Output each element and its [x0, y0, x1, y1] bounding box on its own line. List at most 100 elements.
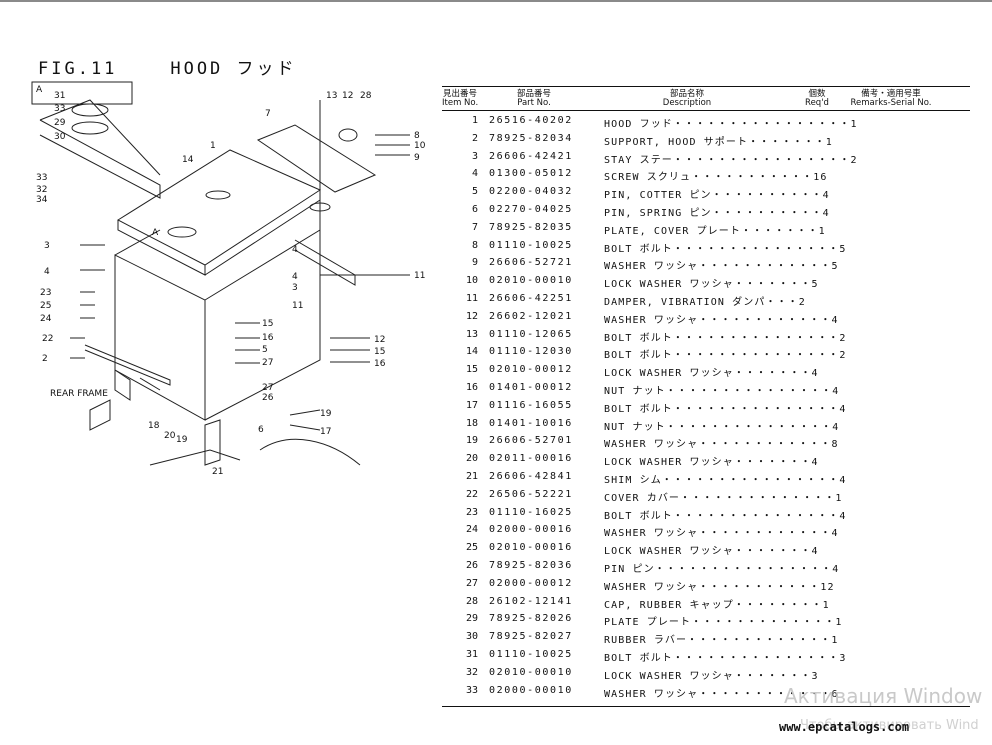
- callout-label: 2: [42, 354, 48, 364]
- part-number: 01110-12065: [489, 328, 573, 340]
- callout-label: 14: [182, 155, 194, 165]
- part-number: 78925-82026: [489, 613, 573, 625]
- callout-label: 18: [148, 421, 160, 431]
- part-description: SCREW スクリュ・・・・・・・・・・・16: [604, 172, 828, 184]
- item-number: 25: [465, 542, 478, 554]
- callout-label: 5: [262, 345, 268, 355]
- item-number: 18: [465, 417, 478, 429]
- part-number: 26606-42841: [489, 470, 573, 482]
- part-description: LOCK WASHER ワッシャ・・・・・・・5: [604, 279, 819, 291]
- callout-label: 3: [292, 283, 298, 293]
- part-description: CAP, RUBBER キャップ・・・・・・・・1: [604, 599, 830, 611]
- item-number: 5: [471, 186, 478, 198]
- callout-label: 28: [360, 91, 372, 101]
- part-number: 26606-42251: [489, 292, 573, 304]
- callout-label: 4: [292, 245, 298, 255]
- activation-watermark: Активация Window: [784, 684, 983, 708]
- part-description: BOLT ボルト・・・・・・・・・・・・・・・5: [604, 243, 847, 255]
- part-number: 26606-52701: [489, 435, 573, 447]
- part-number: 78925-82036: [489, 559, 573, 571]
- part-description: BOLT ボルト・・・・・・・・・・・・・・・4: [604, 510, 847, 522]
- part-number: 26516-40202: [489, 115, 573, 126]
- item-number: 33: [465, 684, 478, 696]
- part-description: STAY ステー・・・・・・・・・・・・・・・・2: [604, 154, 858, 166]
- part-number: 26606-52721: [489, 257, 573, 269]
- part-number: 02200-04032: [489, 186, 573, 198]
- part-description: SHIM シム・・・・・・・・・・・・・・・・4: [604, 474, 847, 486]
- rear-frame-label: REAR FRAME: [50, 389, 108, 399]
- figure-title: FIG.11 HOOD フッド: [38, 59, 297, 79]
- callout-label: 32: [36, 185, 47, 195]
- callout-label: 20: [164, 431, 176, 441]
- item-number: 11: [465, 292, 478, 304]
- callout-label: 31: [54, 91, 65, 101]
- part-number: 02010-00016: [489, 542, 573, 554]
- callout-label: 13: [326, 91, 337, 101]
- item-number: 3: [471, 150, 478, 162]
- part-description: PIN ピン・・・・・・・・・・・・・・・・4: [604, 563, 840, 575]
- part-description: WASHER ワッシャ・・・・・・・・・・・・8: [604, 439, 839, 451]
- item-number: 21: [465, 470, 478, 482]
- part-number: 01401-10016: [489, 417, 573, 429]
- callout-label: 27: [262, 383, 273, 393]
- callout-label: 9: [414, 153, 420, 163]
- item-number: 28: [465, 595, 478, 607]
- part-number: 26506-52221: [489, 488, 573, 500]
- callout-label: 8: [414, 131, 420, 141]
- table-bottom-rule: [442, 706, 970, 707]
- item-number: 15: [465, 364, 478, 376]
- callout-label: 10: [414, 141, 426, 151]
- callout-label: 22: [42, 334, 53, 344]
- part-description: BOLT ボルト・・・・・・・・・・・・・・・3: [604, 652, 847, 664]
- part-description: LOCK WASHER ワッシャ・・・・・・・3: [604, 670, 819, 682]
- callout-label: 21: [212, 467, 223, 477]
- activation-watermark-sub: Чтобы активировать Wind: [800, 718, 979, 733]
- part-description: PIN, COTTER ピン・・・・・・・・・・4: [604, 190, 830, 202]
- support-frame: [114, 254, 206, 421]
- item-number: 12: [465, 310, 478, 322]
- callout-label: 12: [342, 91, 353, 101]
- part-description: HOOD フッド・・・・・・・・・・・・・・・・1: [604, 119, 858, 130]
- callout-label: 27: [262, 358, 273, 368]
- callout-label: 25: [40, 301, 51, 311]
- item-number: 32: [465, 666, 478, 678]
- callout-label: 16: [262, 333, 274, 343]
- item-number: 23: [465, 506, 478, 518]
- item-number: 26: [465, 559, 478, 571]
- callout-label: 1: [210, 141, 216, 151]
- part-number: 01110-10025: [489, 239, 573, 251]
- callout-label: 23: [40, 288, 51, 298]
- callout-label: 30: [54, 132, 66, 142]
- callout-label: 19: [176, 435, 188, 445]
- part-number: 78925-82034: [489, 132, 573, 144]
- part-number: 02010-00010: [489, 275, 573, 287]
- table-row: 5 02200-04032 PIN, COTTER ピン・・・・・・・・・・4: [442, 183, 970, 201]
- callout-label: 11: [414, 271, 425, 281]
- item-number: 8: [471, 239, 478, 251]
- part-number: 01110-12030: [489, 346, 573, 358]
- item-number: 30: [465, 631, 478, 643]
- item-number: 13: [465, 328, 478, 340]
- item-number: 4: [471, 168, 478, 180]
- item-number: 27: [465, 577, 478, 589]
- table-header-rule: [442, 110, 970, 111]
- callout-label: 11: [292, 301, 303, 311]
- part-number: 01401-00012: [489, 381, 573, 393]
- part-number: 26102-12141: [489, 595, 573, 607]
